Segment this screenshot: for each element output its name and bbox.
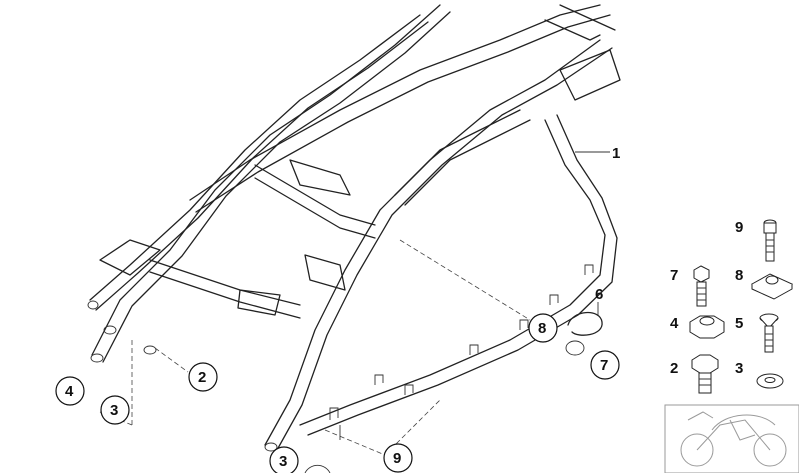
svg-text:8: 8 [538, 320, 546, 337]
svg-text:8: 8 [735, 267, 743, 284]
motorcycle-thumbnail [664, 404, 799, 473]
legend-item-3: 3 [735, 360, 784, 389]
callout-6: 6 [595, 286, 603, 303]
clip-nut-icon [750, 273, 794, 300]
svg-text:4: 4 [670, 315, 679, 332]
svg-text:1: 1 [612, 145, 620, 162]
legend-item-9: 9 [735, 219, 777, 262]
callout-3-bottom: 3 [269, 446, 331, 473]
long-bolt-icon [763, 219, 777, 262]
svg-text:9: 9 [735, 219, 743, 236]
legend-item-5: 5 [735, 313, 779, 353]
svg-text:3: 3 [279, 453, 287, 470]
legend-item-8: 8 [735, 267, 794, 300]
svg-text:3: 3 [735, 360, 743, 377]
washer-icon [756, 373, 784, 389]
svg-text:7: 7 [670, 267, 678, 284]
legend-item-2: 2 [670, 354, 719, 394]
svg-text:9: 9 [393, 450, 401, 467]
svg-text:2: 2 [198, 369, 206, 386]
screw-icon [759, 313, 779, 353]
svg-text:5: 5 [735, 315, 743, 332]
leader-lines [99, 151, 610, 456]
eye-bolt-part [565, 302, 603, 356]
callout-9: 9 [383, 443, 413, 473]
motorcycle-icon [680, 411, 787, 467]
bolt-icon [693, 265, 710, 307]
svg-text:7: 7 [600, 357, 608, 374]
callout-4: 4 [55, 376, 85, 406]
svg-text:6: 6 [595, 286, 603, 303]
nut-icon [689, 315, 725, 339]
callout-3-left: 3 [100, 395, 130, 425]
callout-8: 8 [528, 313, 558, 343]
legend-item-7: 7 [670, 265, 710, 307]
callout-7: 7 [590, 350, 620, 380]
hex-bolt-icon [691, 354, 719, 394]
rear-frame-assembly [87, 4, 621, 452]
svg-text:2: 2 [670, 360, 678, 377]
svg-text:4: 4 [65, 383, 74, 400]
svg-text:3: 3 [110, 402, 118, 419]
legend-item-4: 4 [670, 315, 725, 339]
callout-1: 1 [612, 145, 620, 162]
callout-2: 2 [188, 362, 218, 392]
parts-legend: 9 7 8 [670, 219, 794, 394]
